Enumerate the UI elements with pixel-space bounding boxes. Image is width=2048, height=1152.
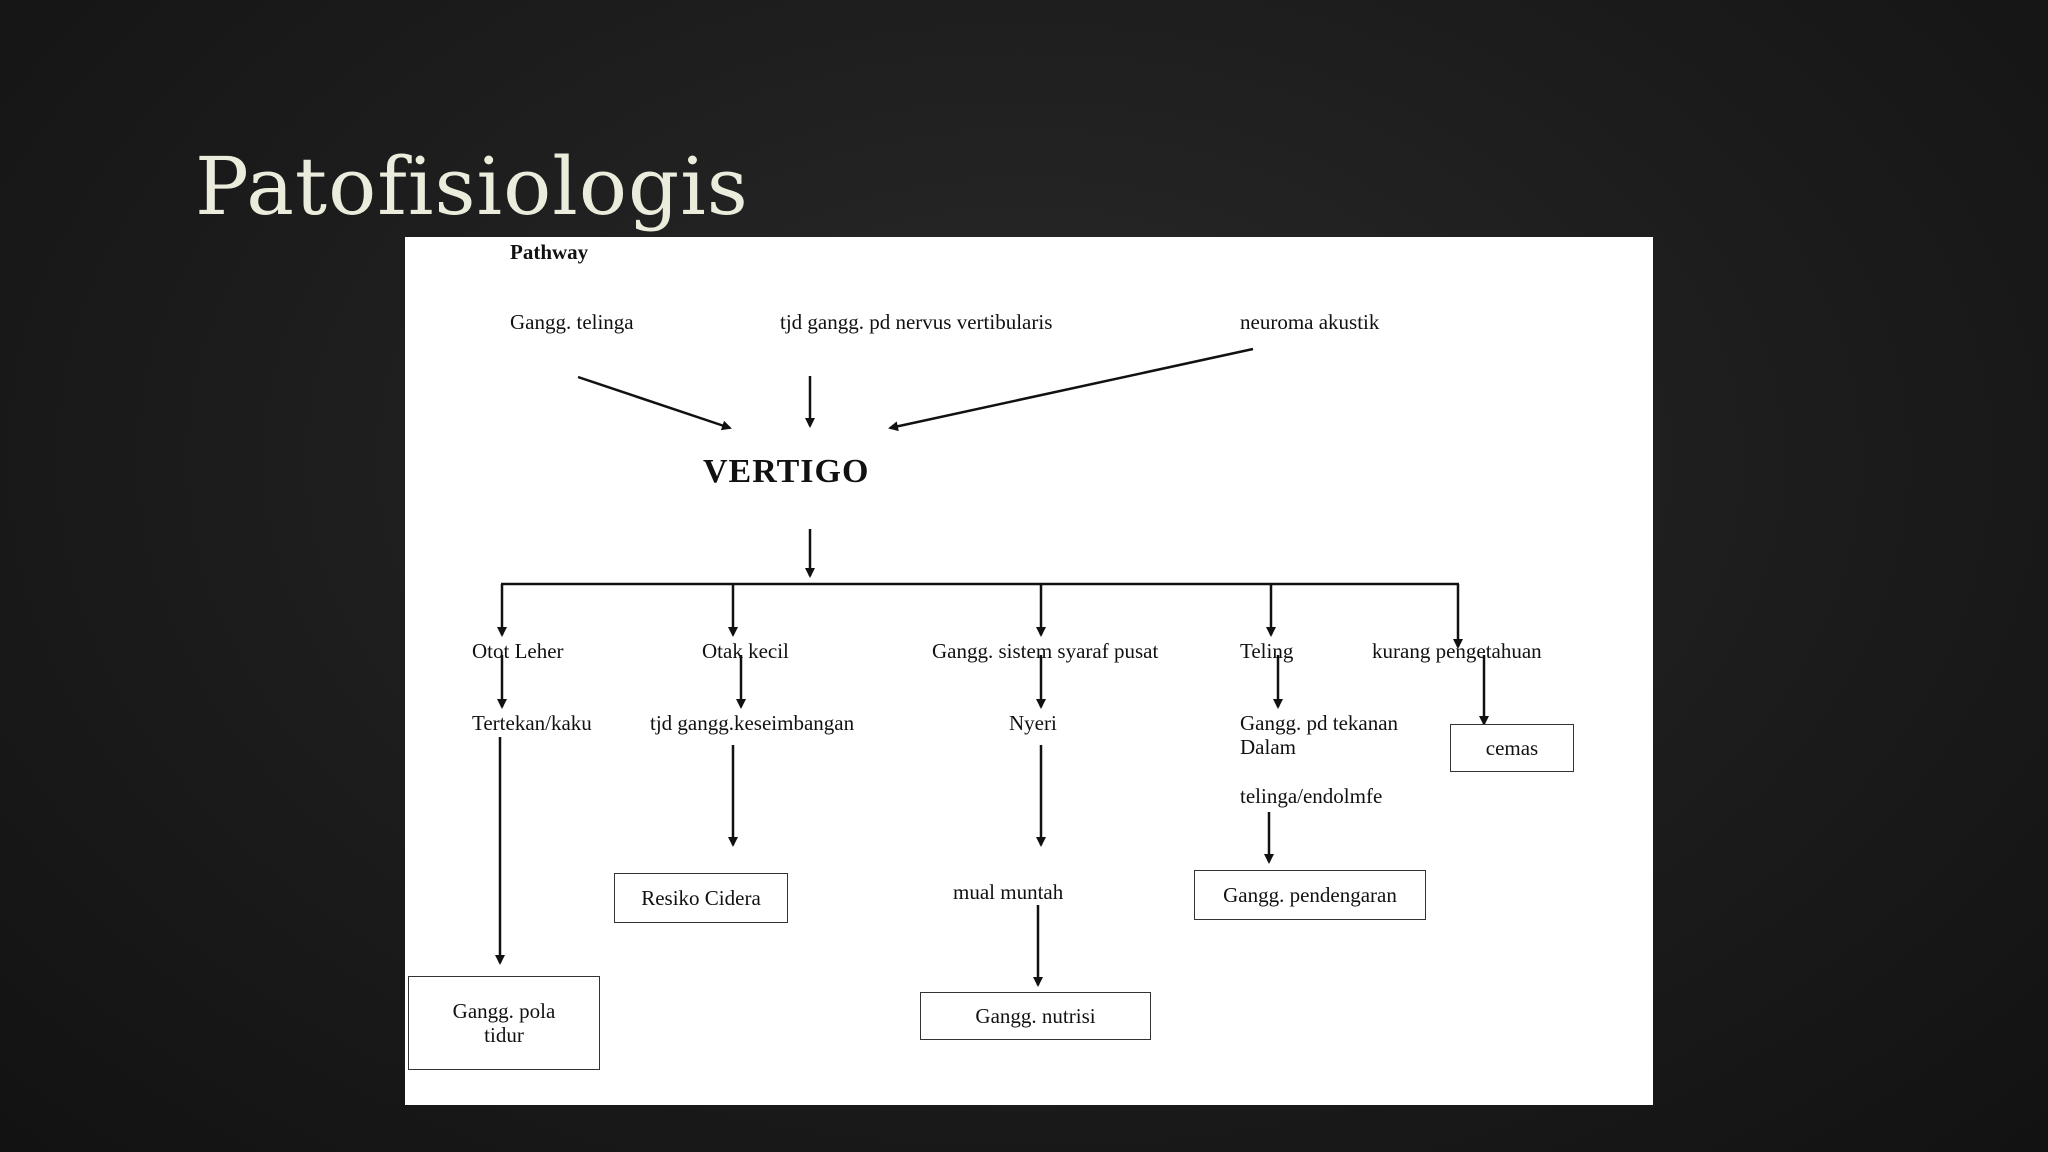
box-resiko-cidera: Resiko Cidera bbox=[614, 873, 788, 923]
arrow-neuroma-vertigo bbox=[888, 347, 1254, 432]
node-kurang-pengetahuan: kurang pengetahuan bbox=[1372, 639, 1542, 663]
box-nutrisi: Gangg. nutrisi bbox=[920, 992, 1151, 1040]
vertigo-node: VERTIGO bbox=[703, 453, 870, 490]
node-tekanan-line2: Dalam bbox=[1240, 735, 1296, 760]
node-endolmfe: telinga/endolmfe bbox=[1240, 784, 1383, 808]
node-tertekan: Tertekan/kaku bbox=[472, 711, 592, 735]
box-cemas: cemas bbox=[1450, 724, 1574, 772]
node-otot-leher: Otot Leher bbox=[472, 639, 564, 663]
node-teling: Teling bbox=[1240, 639, 1294, 663]
box-pola-tidur-line2: tidur bbox=[484, 1023, 524, 1047]
node-tekanan-line1: Gangg. pd tekanan bbox=[1240, 711, 1399, 735]
node-mual-muntah: mual muntah bbox=[953, 880, 1064, 904]
cause-gangg-telinga: Gangg. telinga bbox=[510, 310, 634, 334]
box-pola-tidur: Gangg. pola tidur bbox=[408, 976, 600, 1070]
node-otak-kecil: Otak kecil bbox=[702, 639, 789, 663]
cause-neuroma-akustik: neuroma akustik bbox=[1240, 310, 1380, 334]
node-tekanan: Gangg. pd tekanan Dalam bbox=[1240, 711, 1398, 759]
node-sistem-syaraf: Gangg. sistem syaraf pusat bbox=[932, 639, 1159, 663]
node-nyeri: Nyeri bbox=[1009, 711, 1057, 735]
slide-title: Patofisiologis bbox=[195, 140, 749, 233]
arrow-telinga-vertigo bbox=[577, 375, 732, 431]
diagram-connectors bbox=[495, 347, 1489, 987]
cause-nervus-vertibularis: tjd gangg. pd nervus vertibularis bbox=[780, 310, 1053, 334]
node-keseimbangan: tjd gangg.keseimbangan bbox=[650, 711, 855, 735]
box-pola-tidur-line1: Gangg. pola bbox=[452, 998, 556, 1023]
pathway-heading: Pathway bbox=[510, 240, 589, 264]
pathway-diagram: Pathway Gangg. telinga tjd gangg. pd ner… bbox=[405, 237, 1653, 1105]
box-pendengaran: Gangg. pendengaran bbox=[1194, 870, 1426, 920]
